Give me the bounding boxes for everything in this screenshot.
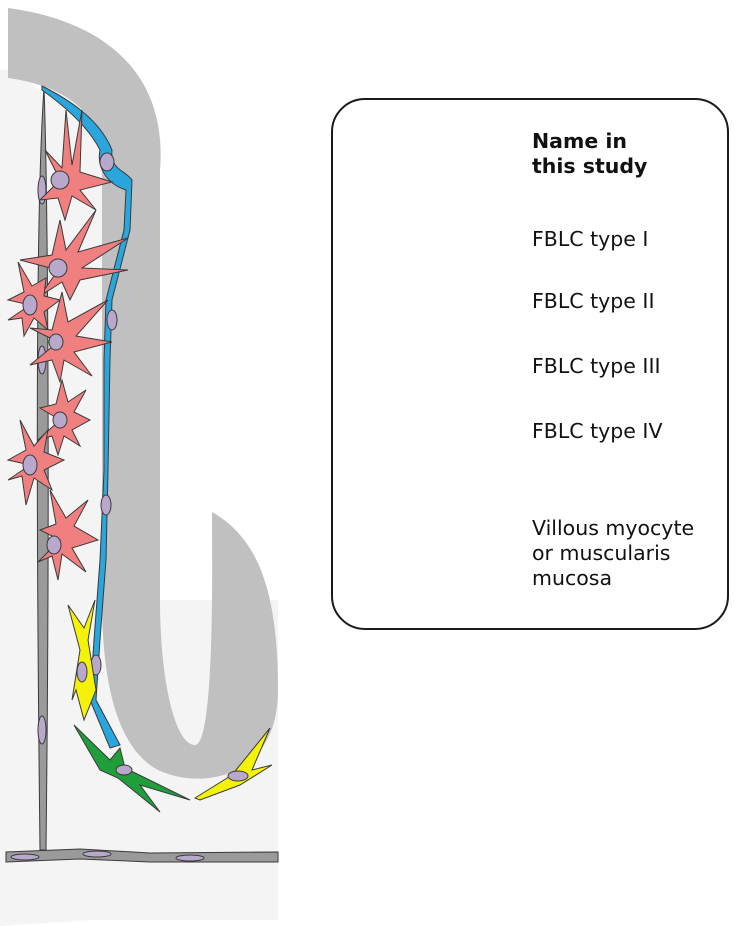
legend-box: [331, 98, 729, 630]
legend-label-fblc-type-ii: FBLC type II: [532, 289, 655, 313]
fblc-type-i-cell: [73, 724, 191, 813]
legend-label-fblc-type-iv: FBLC type IV: [532, 419, 663, 443]
fblc-type-i-nucleus: [115, 764, 133, 776]
legend-label-villous-myocyte: Villous myocyte or muscularis mucosa: [532, 516, 695, 590]
fblc-type-iii-nucleus: [106, 309, 118, 331]
fblc-type-ii-nucleus: [227, 770, 249, 782]
legend-label-fblc-type-i: FBLC type I: [532, 227, 649, 251]
fblc-type-iii-nucleus: [100, 494, 112, 516]
fblc-type-ii-cells: [67, 599, 273, 801]
fblc-type-ii-nucleus: [76, 661, 88, 683]
villus-epithelium: [8, 8, 278, 779]
fblc-type-iii-cells: [41, 85, 133, 749]
muscularis-mucosa: [5, 848, 279, 863]
muscularis-nucleus: [10, 853, 40, 861]
myocyte-nucleus: [37, 715, 47, 745]
legend-label-fblc-type-iii: FBLC type III: [532, 354, 661, 378]
muscularis-nucleus: [82, 850, 112, 858]
legend-title: Name in this study: [532, 129, 648, 178]
muscularis-nucleus: [175, 854, 205, 862]
fblc-type-iv-nuclei: [22, 170, 70, 555]
fblc-type-iii-nucleus: [99, 152, 115, 172]
